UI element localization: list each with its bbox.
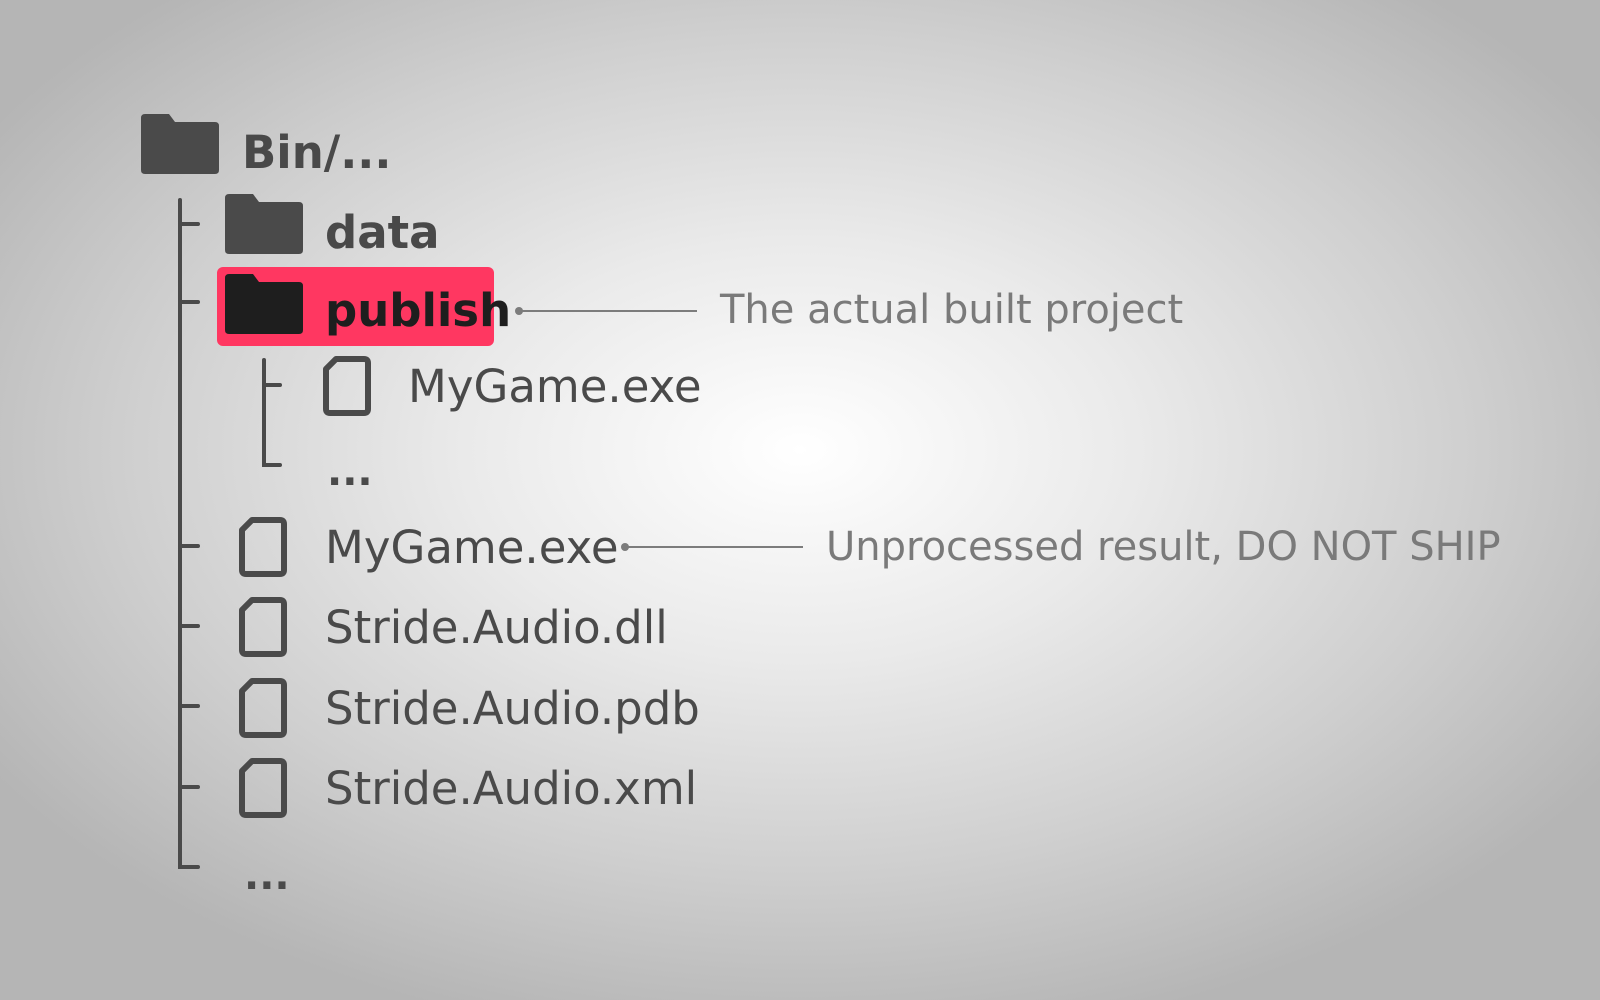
audio-dll-label[interactable]: Stride.Audio.dll (325, 601, 668, 654)
root-folder-label[interactable]: Bin/... (242, 126, 392, 179)
publish-annotation-connector (515, 307, 697, 315)
root-guide-line (178, 198, 200, 869)
file-icon (239, 597, 287, 657)
root-more-ellipsis: ... (244, 853, 290, 899)
publish-exe-label[interactable]: MyGame.exe (408, 360, 702, 413)
file-icon (239, 758, 287, 818)
folder-icon (225, 194, 303, 254)
publish-annotation: The actual built project (720, 287, 1184, 333)
file-icon (239, 517, 287, 577)
folder-icon (225, 274, 303, 334)
file-icon (239, 678, 287, 738)
mygame-exe-annotation: Unprocessed result, DO NOT SHIP (826, 524, 1501, 570)
audio-xml-label[interactable]: Stride.Audio.xml (325, 762, 698, 815)
data-folder-label[interactable]: data (325, 206, 440, 259)
mygame-exe-annotation-connector (621, 543, 803, 551)
publish-guide-line (262, 358, 282, 467)
publish-more-ellipsis: ... (327, 449, 373, 495)
mygame-exe-label[interactable]: MyGame.exe (325, 521, 619, 574)
publish-folder-label[interactable]: publish (325, 284, 512, 337)
folder-icon (141, 114, 219, 174)
audio-pdb-label[interactable]: Stride.Audio.pdb (325, 682, 700, 735)
file-icon (323, 356, 371, 416)
